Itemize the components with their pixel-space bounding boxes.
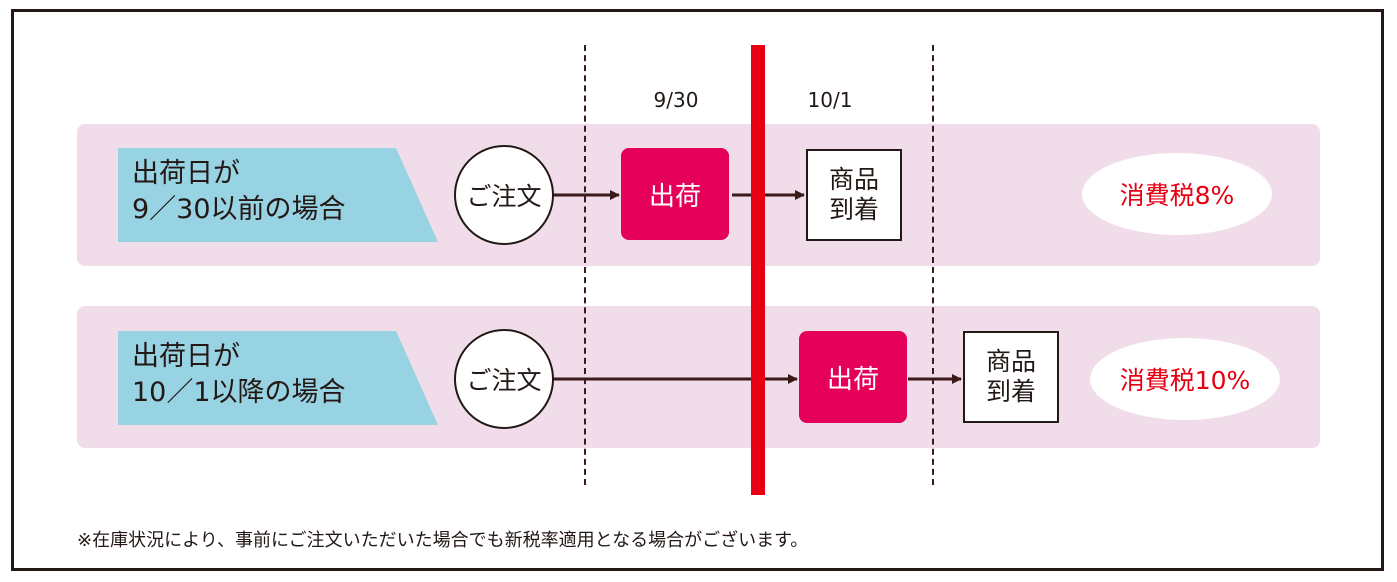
order-circle-row1: ご注文 [454,145,554,245]
diagram-frame [11,9,1384,571]
arrival-box-row2: 商品 到着 [963,331,1059,423]
footnote: ※在庫状況により、事前にご注文いただいた場合でも新税率適用となる場合がございます… [77,530,809,551]
shipment-box-row2: 出荷 [799,331,907,423]
shipment-box-row1: 出荷 [621,148,729,240]
tax-rate-row1: 消費税8% [1082,153,1272,235]
condition-label-after: 出荷日が 10／1以降の場合 [118,331,438,425]
tax-change-cutoff-line [751,45,765,495]
condition-text-after: 出荷日が 10／1以降の場合 [132,341,346,408]
dashed-line-right [932,45,934,485]
arrival-box-row1: 商品 到着 [806,149,902,241]
date-label-after: 10/1 [807,88,853,112]
tax-rate-row2: 消費税10% [1090,338,1280,420]
order-circle-row2: ご注文 [454,329,554,429]
date-label-before: 9/30 [653,88,699,112]
condition-label-before: 出荷日が 9／30以前の場合 [118,148,438,242]
condition-text-before: 出荷日が 9／30以前の場合 [132,158,346,225]
dashed-line-left [584,45,586,485]
